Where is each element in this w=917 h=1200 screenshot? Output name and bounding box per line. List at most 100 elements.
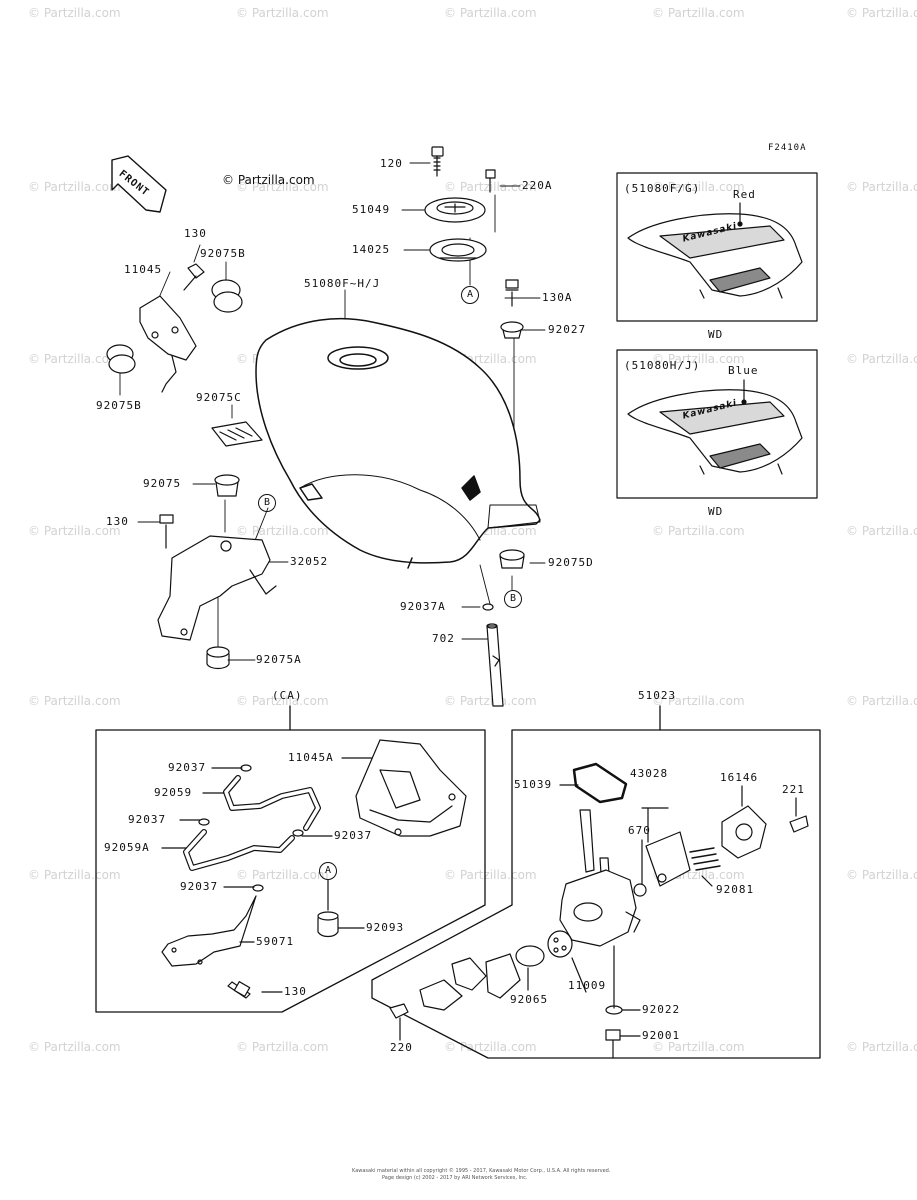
inset-1-color: Red xyxy=(733,188,756,201)
watermark-text: © Partzilla.com xyxy=(652,6,745,20)
valve-frame xyxy=(371,705,821,1059)
bolt-130-mid xyxy=(159,514,174,549)
part-label-ca-92037-2: 92037 xyxy=(128,813,167,826)
valve-assembly-label: 51023 xyxy=(638,689,677,702)
part-label-ca-92093: 92093 xyxy=(366,921,405,934)
rubber-92075b-top xyxy=(211,279,243,313)
part-label-670: 670 xyxy=(628,824,651,837)
watermark-text: © Partzilla.com xyxy=(236,1040,329,1054)
watermark-text: © Partzilla.com xyxy=(652,352,745,366)
watermark-text: © Partzilla.com xyxy=(236,180,329,194)
inset-2-code: WD xyxy=(708,505,724,518)
rubber-92075b-left xyxy=(106,344,136,374)
part-label-92027: 92027 xyxy=(548,323,587,336)
watermark-text: © Partzilla.com xyxy=(28,868,121,882)
part-label-16146: 16146 xyxy=(720,771,759,784)
part-label-ca-92037-right: 92037 xyxy=(334,829,373,842)
part-label-ca-92037-3: 92037 xyxy=(180,880,219,893)
part-label-92075c: 92075C xyxy=(196,391,242,404)
screw-220a xyxy=(485,169,496,193)
part-label-92075b-left: 92075B xyxy=(96,399,142,412)
part-label-130-top-left: 130 xyxy=(184,227,207,240)
inset-1-caption: (51080F/G) xyxy=(624,182,701,195)
part-label-14025: 14025 xyxy=(352,243,391,256)
watermark-text: © Partzilla.com xyxy=(846,180,917,194)
screw-120 xyxy=(431,146,444,177)
part-label-ca-59071: 59071 xyxy=(256,935,295,948)
watermark-text: © Partzilla.com xyxy=(444,6,537,20)
grommet-92027 xyxy=(500,321,524,339)
part-label-130a: 130A xyxy=(542,291,573,304)
part-label-ca-92037-1: 92037 xyxy=(168,761,207,774)
fuel-cap-51049 xyxy=(424,197,486,223)
part-label-702: 702 xyxy=(432,632,455,645)
watermark-text: © Partzilla.com xyxy=(236,524,329,538)
watermark-text: © Partzilla.com xyxy=(846,6,917,20)
bracket-32052 xyxy=(157,535,277,641)
watermark-text: © Partzilla.com xyxy=(846,694,917,708)
watermark-text: © Partzilla.com xyxy=(652,694,745,708)
watermark-text: © Partzilla.com xyxy=(652,180,745,194)
part-label-51080: 51080F~H/J xyxy=(304,277,381,290)
inset-2-caption: (51080H/J) xyxy=(624,359,701,372)
part-label-130-mid: 130 xyxy=(106,515,129,528)
part-label-11045: 11045 xyxy=(124,263,163,276)
center-watermark: © Partzilla.com xyxy=(222,173,315,187)
ca-parts xyxy=(161,739,467,999)
part-label-92037a: 92037A xyxy=(400,600,446,613)
watermark-text: © Partzilla.com xyxy=(236,6,329,20)
watermark-text: © Partzilla.com xyxy=(846,352,917,366)
part-label-51039: 51039 xyxy=(514,778,553,791)
watermark-text: © Partzilla.com xyxy=(444,868,537,882)
part-label-92075b-top: 92075B xyxy=(200,247,246,260)
watermark-text: © Partzilla.com xyxy=(28,524,121,538)
watermark-text: © Partzilla.com xyxy=(28,694,121,708)
watermark-text: © Partzilla.com xyxy=(652,1040,745,1054)
callout-b-right: B xyxy=(504,590,522,608)
part-label-ca-11045a: 11045A xyxy=(288,751,334,764)
inset-tank-red xyxy=(627,202,803,299)
part-label-92075d: 92075D xyxy=(548,556,594,569)
watermark-text: © Partzilla.com xyxy=(28,180,121,194)
rubber-92075a xyxy=(206,646,230,670)
copyright-line-2: Page design (c) 2002 - 2017 by ARI Netwo… xyxy=(382,1175,528,1181)
clip-92037a xyxy=(482,603,494,611)
inset-tank-blue xyxy=(627,379,803,475)
watermark-text: © Partzilla.com xyxy=(236,868,329,882)
pad-92075c xyxy=(211,421,263,447)
part-label-ca-92059: 92059 xyxy=(154,786,193,799)
gasket-14025 xyxy=(429,238,487,262)
callout-a-top: A xyxy=(461,286,479,304)
watermark-text: © Partzilla.com xyxy=(28,352,121,366)
watermark-text: © Partzilla.com xyxy=(846,1040,917,1054)
fuel-tank-51080 xyxy=(255,317,541,569)
watermark-text: © Partzilla.com xyxy=(444,694,537,708)
figure-code: F2410A xyxy=(768,143,807,153)
part-label-220: 220 xyxy=(390,1041,413,1054)
inset-2-color: Blue xyxy=(728,364,759,377)
part-label-221: 221 xyxy=(782,783,805,796)
part-label-32052: 32052 xyxy=(290,555,329,568)
watermark-text: © Partzilla.com xyxy=(846,868,917,882)
watermark-text: © Partzilla.com xyxy=(652,524,745,538)
part-label-51049: 51049 xyxy=(352,203,391,216)
part-label-92022: 92022 xyxy=(642,1003,681,1016)
part-label-92001: 92001 xyxy=(642,1029,681,1042)
valve-parts xyxy=(389,762,809,1059)
copyright-line-1: Kawasaki material within all copyright ©… xyxy=(352,1168,611,1174)
watermark-text: © Partzilla.com xyxy=(846,524,917,538)
part-label-ca-130: 130 xyxy=(284,985,307,998)
inset-frames xyxy=(616,172,818,499)
part-label-92065: 92065 xyxy=(510,993,549,1006)
part-label-11009: 11009 xyxy=(568,979,607,992)
ca-frame xyxy=(95,705,486,1013)
watermark-text: © Partzilla.com xyxy=(236,694,329,708)
part-label-92075: 92075 xyxy=(143,477,182,490)
callout-a-ca: A xyxy=(319,862,337,880)
front-arrow-icon xyxy=(111,155,167,213)
bolt-130-top-left xyxy=(183,263,205,291)
inset-1-code: WD xyxy=(708,328,724,341)
hose-702 xyxy=(486,623,504,707)
